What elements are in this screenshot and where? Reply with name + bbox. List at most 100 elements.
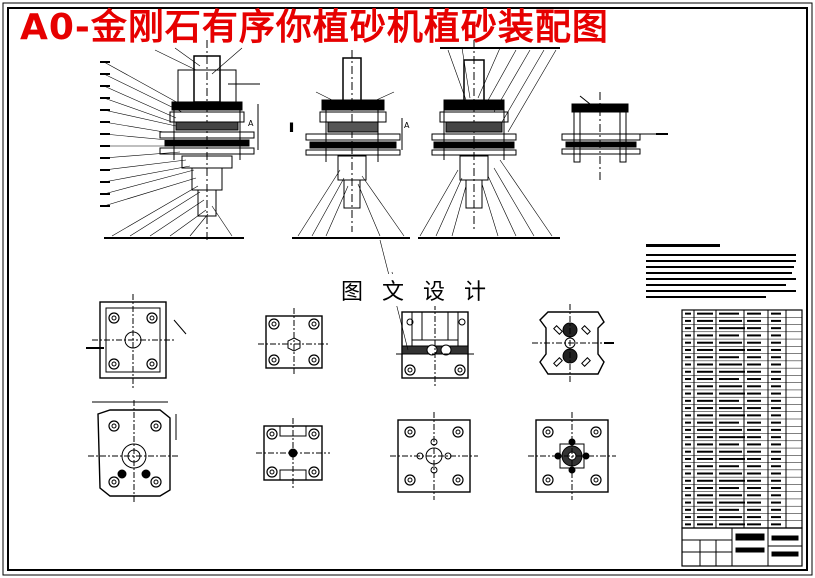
parts-list-cell-mark <box>771 487 781 490</box>
parts-list-cell-mark <box>685 450 691 453</box>
parts-list-cell-mark <box>771 508 781 511</box>
plan-view-h <box>528 412 616 500</box>
parts-list-cell-mark <box>719 399 739 402</box>
parts-list-cell-mark <box>685 385 691 388</box>
parts-list-cell-mark <box>771 523 781 526</box>
parts-list-cell-mark <box>719 508 739 511</box>
technical-notes <box>646 244 796 298</box>
parts-list-cell-mark <box>697 370 713 373</box>
parts-list-cell-mark <box>719 465 739 468</box>
parts-list-cell-mark <box>719 348 745 351</box>
plan-view-f <box>256 418 330 488</box>
parts-list-cell-mark <box>747 312 761 315</box>
parts-list-cell-mark <box>697 479 713 482</box>
parts-list-cell-mark <box>685 334 691 337</box>
parts-list-cell-mark <box>747 348 761 351</box>
parts-list-cell-mark <box>697 465 713 468</box>
parts-list-cell-mark <box>719 363 742 366</box>
parts-list-cell-mark <box>747 356 761 359</box>
parts-list-cell-mark <box>697 508 713 511</box>
parts-list-cell-mark <box>719 319 742 322</box>
parts-list-cell-mark <box>747 465 761 468</box>
parts-list-cell-mark <box>719 436 745 439</box>
plan-view-d <box>532 304 614 382</box>
parts-list-cell-mark <box>771 348 781 351</box>
parts-list-cell-mark <box>697 450 713 453</box>
parts-list-cell-mark <box>719 312 739 315</box>
parts-list-cell-mark <box>697 341 713 344</box>
parts-list-cell-mark <box>685 494 691 497</box>
parts-list-cell-mark <box>719 501 745 504</box>
parts-list-cell-mark <box>771 472 781 475</box>
parts-list-cell-mark <box>685 327 691 330</box>
parts-list-cell-mark <box>771 450 781 453</box>
parts-list-cell-mark <box>771 407 781 410</box>
parts-list-cell-mark <box>747 327 761 330</box>
parts-list-cell-mark <box>719 421 739 424</box>
parts-list-cell-mark <box>747 392 761 395</box>
parts-list-cell-mark <box>685 508 691 511</box>
parts-list-cell-mark <box>719 523 745 526</box>
parts-list-cell-mark <box>685 399 691 402</box>
parts-list-cell-mark <box>697 356 713 359</box>
leader-lines-view-2 <box>292 91 410 239</box>
parts-list-cell-mark <box>685 523 691 526</box>
plan-view-e <box>88 400 180 504</box>
parts-list-cell-mark <box>719 450 742 453</box>
plan-view-g <box>390 412 478 500</box>
parts-list-cell-mark <box>697 312 713 315</box>
parts-list-cell-mark <box>771 436 781 439</box>
parts-list-cell-mark <box>697 421 713 424</box>
parts-list-cell-mark <box>771 421 781 424</box>
parts-list-cell-mark <box>771 465 781 468</box>
parts-list-cell-mark <box>697 348 713 351</box>
parts-list-cell-mark <box>747 443 761 446</box>
parts-list-cell-mark <box>719 457 745 460</box>
parts-list-cell-mark <box>697 392 713 395</box>
parts-list-cell-mark <box>685 356 691 359</box>
parts-list-cell-mark <box>719 479 745 482</box>
parts-list-cell-mark <box>771 392 781 395</box>
parts-list-cell-mark <box>747 494 761 497</box>
parts-list-cell-mark <box>747 487 761 490</box>
parts-list-cell-mark <box>685 392 691 395</box>
parts-list-cell-mark <box>697 523 713 526</box>
parts-list-cell-mark <box>747 385 761 388</box>
parts-list-cell-mark <box>685 428 691 431</box>
parts-list-cell-mark <box>685 363 691 366</box>
parts-list-cell-mark <box>697 399 713 402</box>
parts-list-cell-mark <box>697 428 713 431</box>
drawing-title: A0-金刚石有序你植砂机植砂装配图 <box>20 7 609 48</box>
parts-list-cell-mark <box>771 457 781 460</box>
parts-list-cell-mark <box>719 392 745 395</box>
parts-list-cell-mark <box>697 327 713 330</box>
parts-list-cell-mark <box>697 414 713 417</box>
front-section-view-3 <box>431 40 517 232</box>
parts-list-cell-mark <box>685 319 691 322</box>
parts-list-cell-mark <box>697 487 713 490</box>
parts-list-cell-mark <box>697 436 713 439</box>
front-section-view-1: A <box>159 40 260 240</box>
parts-list-cell-mark <box>685 479 691 482</box>
parts-list-cell-mark <box>685 465 691 468</box>
parts-list-cell-mark <box>685 378 691 381</box>
parts-list-cell-mark <box>747 407 761 410</box>
parts-list-cell-mark <box>747 501 761 504</box>
parts-list-cell-mark <box>719 378 739 381</box>
parts-list-cell-mark <box>747 450 761 453</box>
parts-list-cell-mark <box>771 443 781 446</box>
parts-list-cell-mark <box>747 414 761 417</box>
parts-list-cell-mark <box>771 327 781 330</box>
parts-list-cell-mark <box>771 428 781 431</box>
parts-list-cell-mark <box>719 370 745 373</box>
parts-list-cell-mark <box>719 385 742 388</box>
parts-list-cell-mark <box>747 516 761 519</box>
parts-list-cell-mark <box>719 407 742 410</box>
parts-list-cell-mark <box>747 421 761 424</box>
plan-view-c <box>396 304 476 386</box>
parts-list-cell-mark <box>747 508 761 511</box>
parts-list-cell-mark <box>685 370 691 373</box>
plan-view-a <box>86 294 187 390</box>
